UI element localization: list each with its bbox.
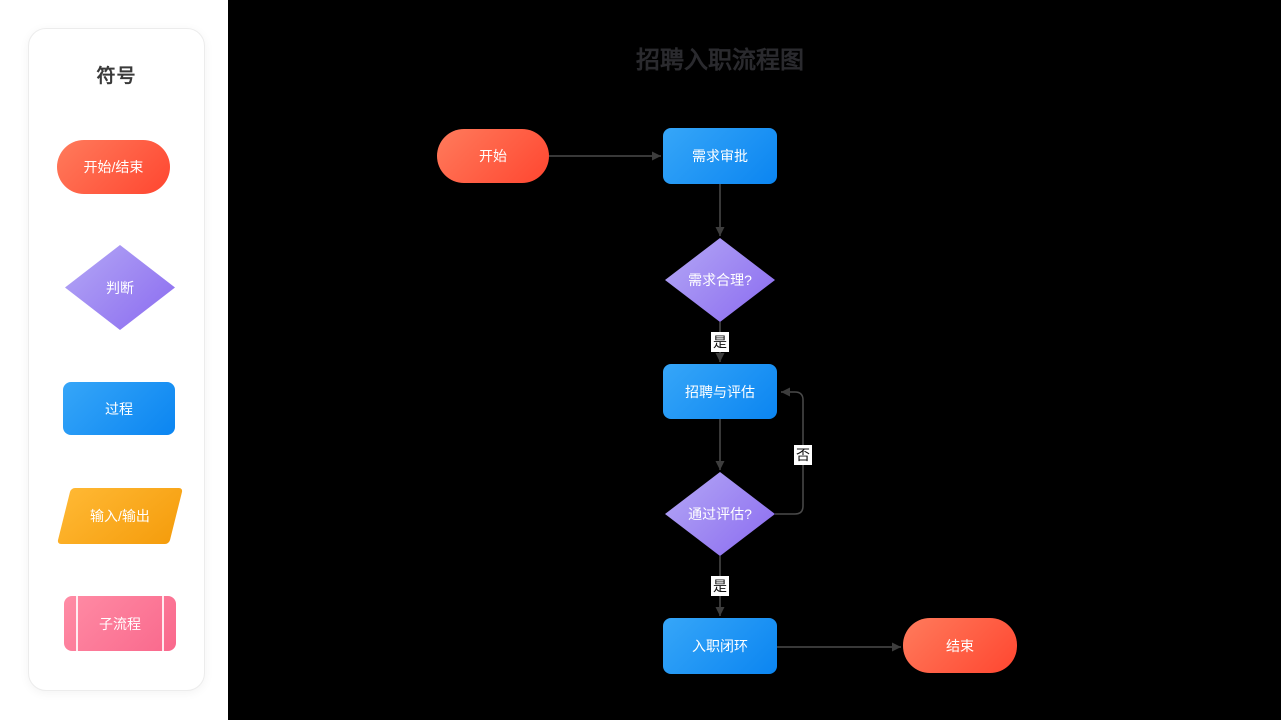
palette-shape-process[interactable]: 过程 (63, 382, 175, 435)
node-end[interactable]: 结束 (903, 618, 1017, 673)
node-start-label: 开始 (479, 148, 507, 164)
palette-shape-decision[interactable]: 判断 (65, 245, 175, 330)
symbol-card: 符号 开始/结束 判断 过程 输入/输出 子流程 (28, 28, 205, 691)
node-pass-evaluation-label: 通过评估? (688, 506, 752, 522)
node-recruit-evaluate-label: 招聘与评估 (685, 383, 755, 400)
node-recruit-evaluate[interactable]: 招聘与评估 (663, 364, 777, 419)
palette-shape-process-label: 过程 (105, 400, 133, 417)
node-onboarding-loop[interactable]: 入职闭环 (663, 618, 777, 674)
palette-shape-subprocess[interactable]: 子流程 (64, 596, 176, 651)
palette-shape-start-end-label: 开始/结束 (83, 159, 144, 175)
symbol-panel-title: 符号 (96, 66, 137, 87)
node-requirement-reasonable-label: 需求合理? (688, 272, 752, 288)
node-requirement-approval-label: 需求审批 (692, 148, 748, 164)
edge-label-yes-1: 是 (711, 332, 729, 352)
diagram-canvas[interactable] (228, 0, 1281, 720)
edge-label-no: 否 (794, 445, 812, 465)
palette-shape-start-end[interactable]: 开始/结束 (57, 140, 170, 194)
symbol-panel: 符号 开始/结束 判断 过程 输入/输出 子流程 (0, 0, 228, 720)
node-end-label: 结束 (946, 637, 974, 654)
palette-shape-input-output-label: 输入/输出 (90, 508, 150, 524)
node-start[interactable]: 开始 (437, 129, 549, 183)
edge-label-yes-2: 是 (711, 576, 729, 596)
palette-shape-decision-label: 判断 (106, 279, 134, 296)
node-requirement-approval[interactable]: 需求审批 (663, 128, 777, 184)
palette-shape-input-output[interactable]: 输入/输出 (57, 488, 183, 544)
palette-shape-subprocess-label: 子流程 (99, 615, 141, 632)
node-onboarding-loop-label: 入职闭环 (692, 638, 748, 654)
diagram-title: 招聘入职流程图 (636, 47, 804, 74)
